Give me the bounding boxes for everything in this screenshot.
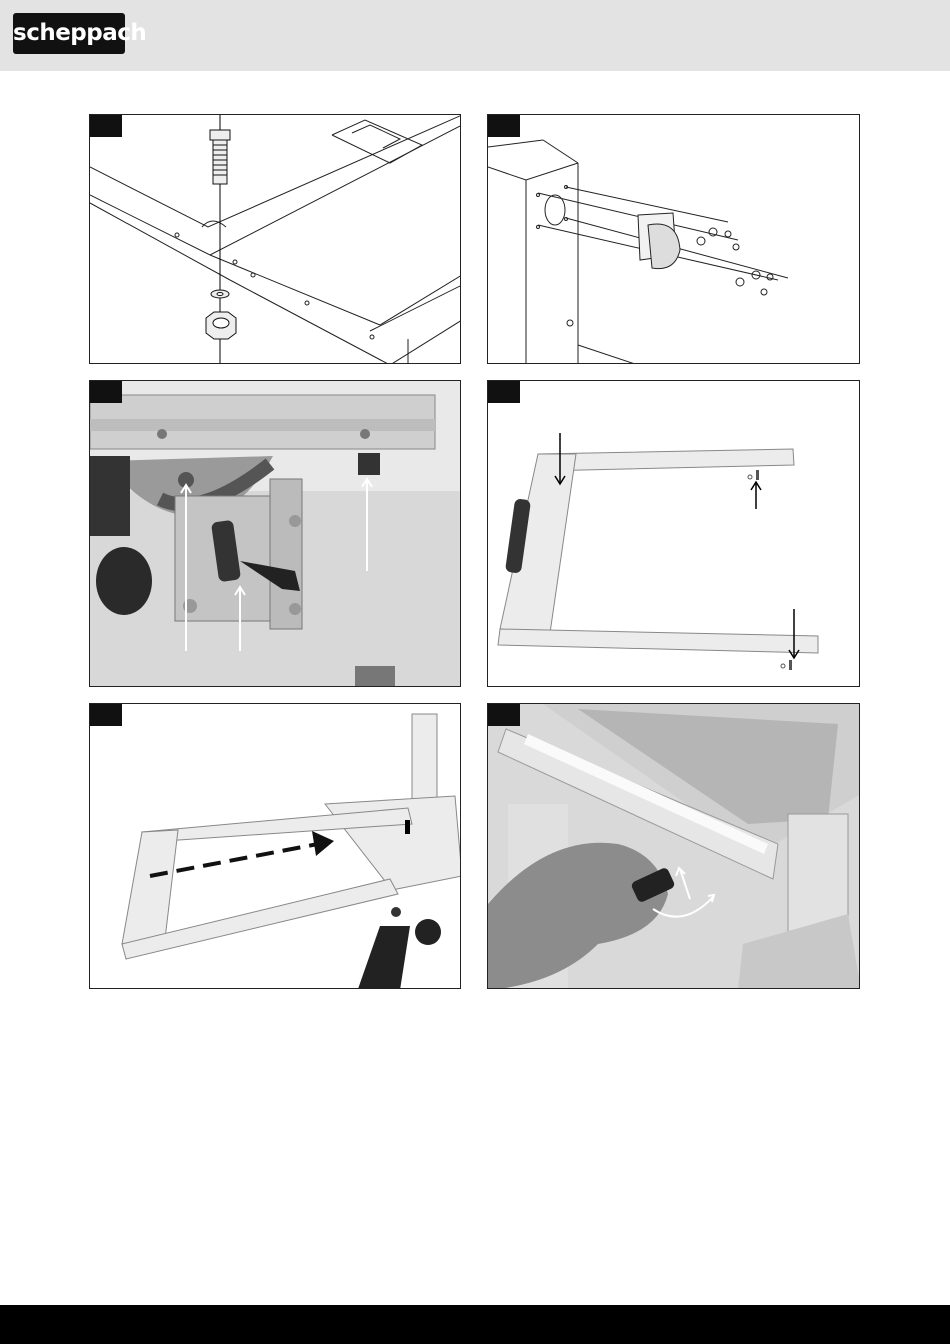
figure-5-photo	[90, 704, 461, 989]
figure-5-badge	[90, 704, 122, 726]
figure-1-bolt-assembly	[89, 114, 461, 364]
figure-3-photo	[90, 381, 461, 687]
figure-2-badge	[488, 115, 520, 137]
figure-4-badge	[488, 381, 520, 403]
brand-logo: scheppach	[13, 13, 125, 54]
figure-3-table-locking-photo	[89, 380, 461, 687]
figure-1-badge	[90, 115, 122, 137]
figure-2-drawing	[488, 115, 860, 364]
figure-6-photo	[488, 704, 860, 989]
figure-4-extension-frame	[487, 380, 860, 687]
figure-5-insert-extension	[89, 703, 461, 989]
figure-3-badge	[90, 381, 122, 403]
figure-4-photo	[488, 381, 860, 687]
figure-6-badge	[488, 704, 520, 726]
figure-6-locking-lever	[487, 703, 860, 989]
figure-2-dust-port	[487, 114, 860, 364]
page-header: scheppach	[0, 0, 950, 71]
page-footer-bar	[0, 1305, 950, 1344]
figure-1-drawing	[90, 115, 461, 364]
